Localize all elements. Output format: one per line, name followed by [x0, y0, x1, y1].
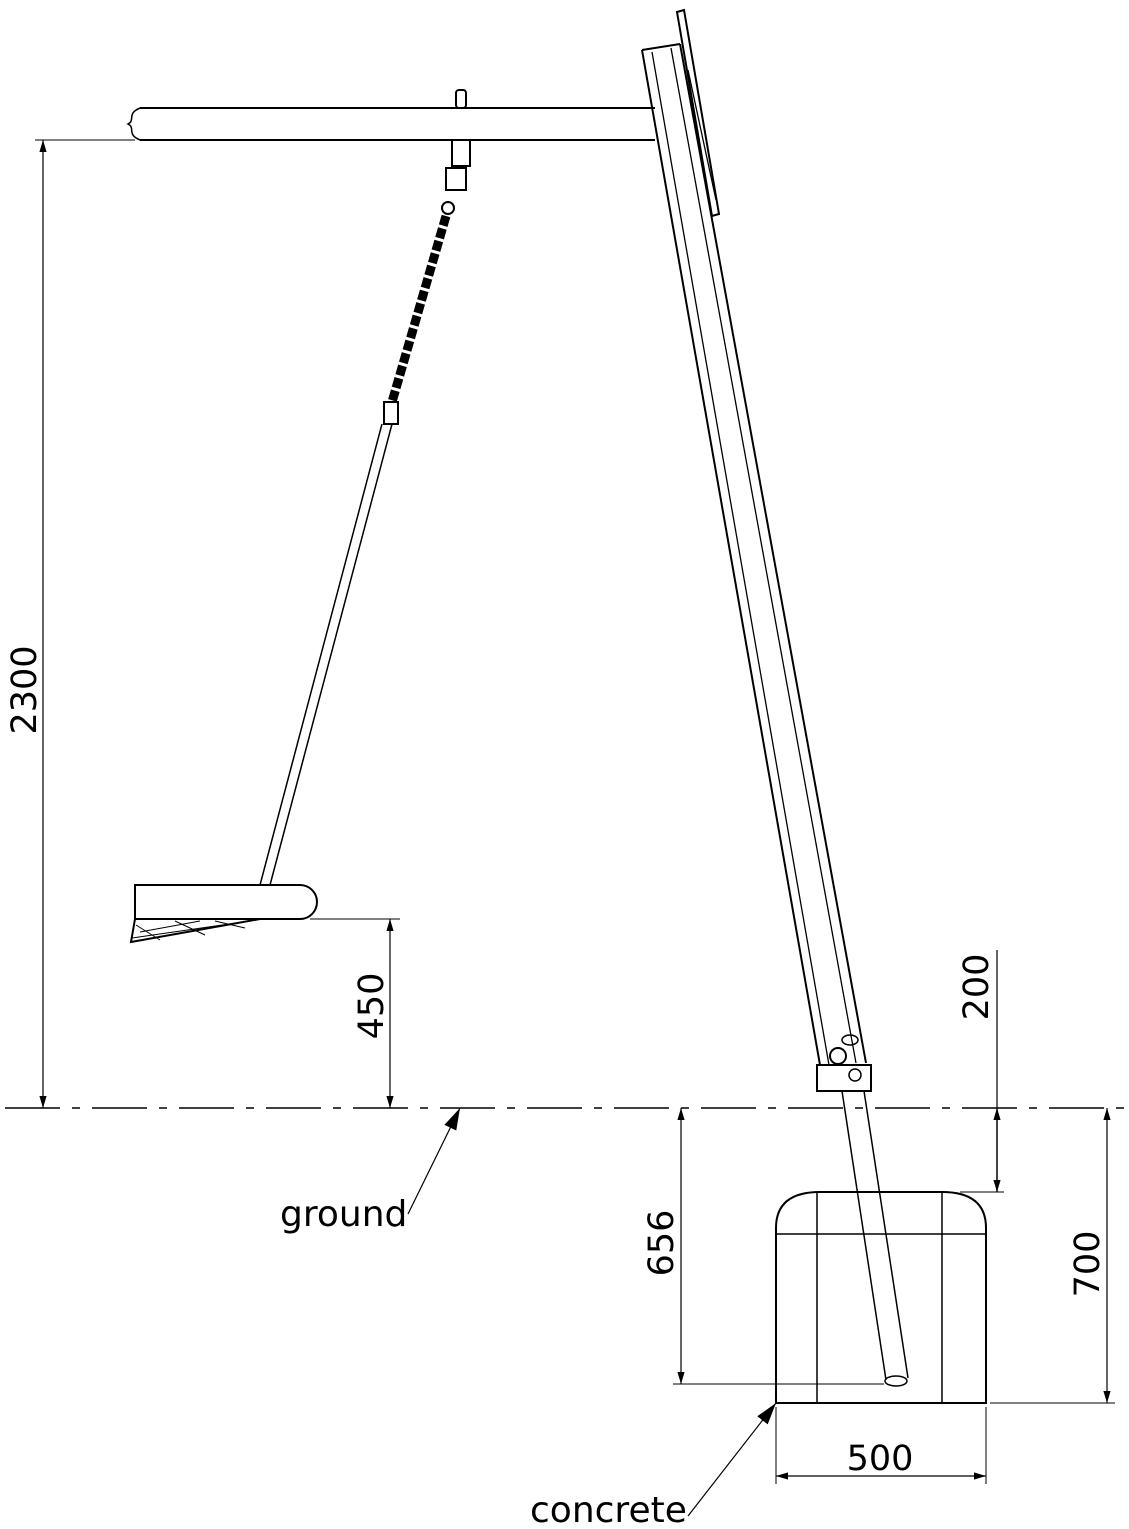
concrete-callout: concrete	[530, 1402, 777, 1529]
dimension-700: 700	[990, 1108, 1115, 1404]
post-bracket	[816, 1064, 872, 1092]
dimension-2300: 2300	[5, 139, 135, 1108]
dimension-500: 500	[775, 1407, 987, 1484]
dimension-200: 200	[957, 950, 1004, 1193]
swing-chain	[387, 214, 451, 404]
dimension-656: 656	[642, 1108, 884, 1385]
dim-text-656: 656	[642, 1210, 682, 1277]
swing-rod	[259, 423, 383, 886]
post-bolt-icon	[829, 1047, 847, 1065]
dim-text-500: 500	[847, 1439, 914, 1479]
concrete-footing	[775, 1191, 987, 1404]
beam-bolt-icon	[455, 89, 467, 109]
ground-label: ground	[280, 1194, 407, 1235]
swing-seat	[134, 884, 318, 920]
swing-assembly	[129, 139, 471, 944]
dim-text-700: 700	[1068, 1231, 1108, 1298]
a-frame-post	[641, 8, 872, 1092]
swing-hanger-icon	[451, 139, 471, 167]
dimension-450: 450	[310, 918, 400, 1108]
dim-text-2300: 2300	[5, 645, 45, 734]
ground-callout: ground	[280, 1107, 461, 1235]
dim-text-450: 450	[352, 973, 392, 1040]
concrete-label: concrete	[530, 1490, 687, 1529]
top-beam	[126, 89, 655, 141]
dim-text-200: 200	[957, 954, 997, 1021]
embedded-post	[841, 1090, 909, 1387]
